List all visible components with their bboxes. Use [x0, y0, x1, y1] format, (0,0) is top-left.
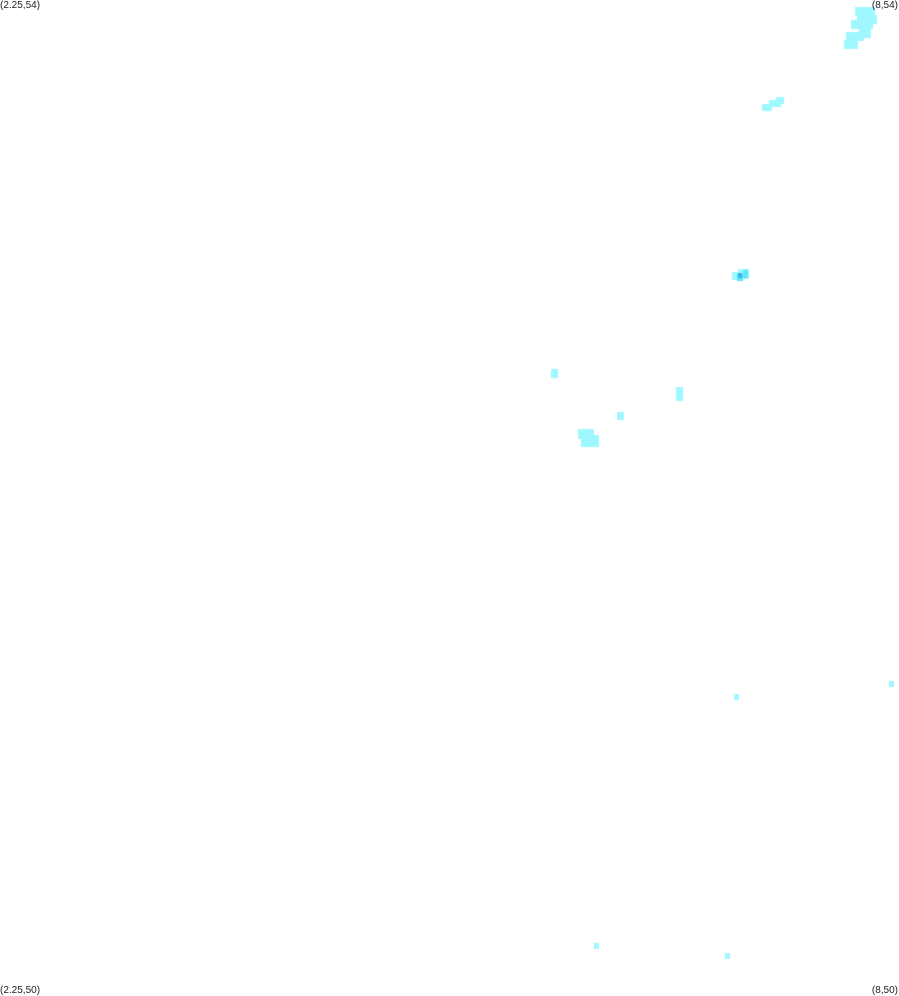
corner-label-bottom-right: (8,50) — [871, 985, 898, 996]
corner-label-bottom-left: (2.25,50) — [0, 985, 41, 996]
corner-label-top-left: (2.25,54) — [0, 0, 41, 11]
corner-label-top-right: (8,54) — [871, 0, 898, 11]
